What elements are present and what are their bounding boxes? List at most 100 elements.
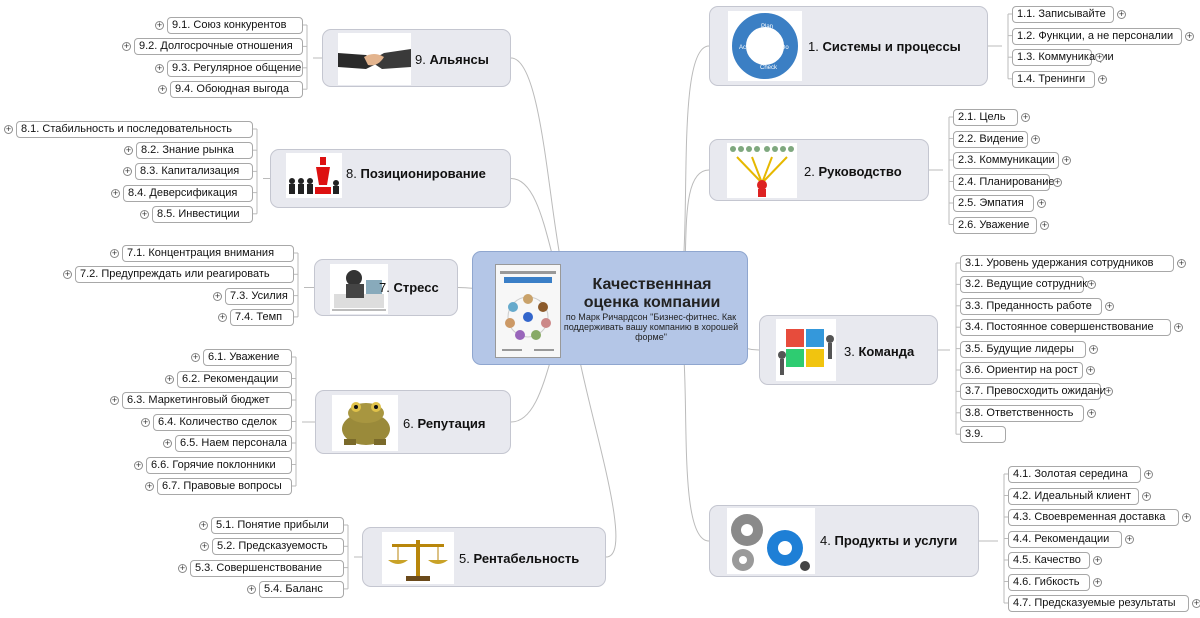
subtopic-b2-4[interactable]: 2.4. Планирование [953, 173, 1054, 191]
topic-b3[interactable]: 3. Команда [759, 315, 938, 385]
expand-plus-icon[interactable]: + [191, 352, 200, 362]
subtopic-b3-1[interactable]: 3.1. Уровень удержания сотрудников [960, 255, 1174, 272]
subtopic-b1-3[interactable]: 1.3. Коммуникации [1012, 49, 1114, 67]
expand-plus-icon[interactable]: + [155, 20, 164, 30]
subtopic-b9-2[interactable]: 9.2. Долгосрочные отношения [134, 38, 303, 56]
expand-plus-icon[interactable]: + [247, 583, 256, 594]
expand-plus-icon[interactable]: + [1021, 112, 1030, 122]
subtopic-b9-4[interactable]: 9.4. Обоюдная выгода [170, 81, 303, 99]
subtopic-b6-3[interactable]: 6.3. Маркетинговый бюджет [122, 392, 292, 409]
subtopic-b7-1[interactable]: 7.1. Концентрация внимания [122, 245, 294, 262]
subtopic-b5-2[interactable]: 5.2. Предсказуемость [212, 538, 344, 556]
subtopic-b4-3[interactable]: 4.3. Своевременная доставка [1008, 509, 1179, 526]
expand-plus-icon[interactable]: + [178, 562, 187, 573]
subtopic-b8-3[interactable]: 8.3. Капитализация [135, 163, 253, 181]
subtopic-b6-6[interactable]: 6.6. Горячие поклонники [146, 456, 292, 474]
expand-plus-icon[interactable]: + [1093, 576, 1102, 587]
subtopic-b3-5[interactable]: 3.5. Будущие лидеры [960, 340, 1086, 358]
expand-plus-icon[interactable]: + [110, 395, 119, 405]
subtopic-b4-6[interactable]: 4.6. Гибкость [1008, 573, 1090, 591]
subtopic-b5-4[interactable]: 5.4. Баланс [259, 580, 344, 598]
expand-plus-icon[interactable]: + [1087, 407, 1096, 418]
subtopic-b7-2[interactable]: 7.2. Предупреждать или реагировать [75, 266, 294, 284]
expand-plus-icon[interactable]: + [199, 520, 208, 530]
expand-plus-icon[interactable]: + [1125, 533, 1134, 544]
expand-plus-icon[interactable]: + [1093, 555, 1102, 565]
topic-b8[interactable]: 8. Позиционирование [270, 149, 511, 208]
expand-plus-icon[interactable]: + [63, 269, 72, 280]
expand-plus-icon[interactable]: + [141, 416, 150, 427]
expand-plus-icon[interactable]: + [163, 438, 172, 448]
expand-plus-icon[interactable]: + [1117, 9, 1126, 19]
subtopic-b3-8[interactable]: 3.8. Ответственность [960, 404, 1084, 422]
subtopic-b6-1[interactable]: 6.1. Уважение [203, 349, 292, 366]
central-topic[interactable]: Качественнная оценка компании по Марк Ри… [472, 251, 748, 365]
expand-plus-icon[interactable]: + [1089, 343, 1098, 354]
subtopic-b8-1[interactable]: 8.1. Стабильность и последовательность [16, 121, 253, 138]
subtopic-b7-4[interactable]: 7.4. Темп [230, 308, 294, 326]
subtopic-b6-5[interactable]: 6.5. Наем персонала [175, 435, 292, 452]
expand-plus-icon[interactable]: + [4, 124, 13, 134]
expand-plus-icon[interactable]: + [1104, 386, 1113, 397]
expand-plus-icon[interactable]: + [123, 166, 132, 177]
subtopic-b6-4[interactable]: 6.4. Количество сделок [153, 413, 292, 431]
expand-plus-icon[interactable]: + [1040, 219, 1049, 230]
expand-plus-icon[interactable]: + [1192, 598, 1200, 608]
expand-plus-icon[interactable]: + [140, 208, 149, 219]
subtopic-b8-5[interactable]: 8.5. Инвестиции [152, 205, 253, 223]
subtopic-b3-3[interactable]: 3.3. Преданность работе [960, 297, 1102, 315]
expand-plus-icon[interactable]: + [155, 62, 164, 73]
expand-plus-icon[interactable]: + [111, 187, 120, 198]
expand-plus-icon[interactable]: + [134, 459, 143, 470]
expand-plus-icon[interactable]: + [1062, 155, 1071, 165]
subtopic-b7-3[interactable]: 7.3. Усилия [225, 287, 294, 305]
subtopic-b1-4[interactable]: 1.4. Тренинги [1012, 70, 1095, 88]
subtopic-b2-6[interactable]: 2.6. Уважение [953, 216, 1037, 234]
expand-plus-icon[interactable]: + [213, 290, 222, 301]
topic-b4[interactable]: 4. Продукты и услуги [709, 505, 979, 577]
subtopic-b6-7[interactable]: 6.7. Правовые вопросы [157, 478, 292, 495]
expand-plus-icon[interactable]: + [218, 311, 227, 322]
expand-plus-icon[interactable]: + [1031, 133, 1040, 144]
expand-plus-icon[interactable]: + [200, 541, 209, 552]
expand-plus-icon[interactable]: + [1086, 365, 1095, 375]
subtopic-b5-3[interactable]: 5.3. Совершенствование [190, 559, 344, 577]
expand-plus-icon[interactable]: + [1087, 279, 1096, 290]
subtopic-b9-3[interactable]: 9.3. Регулярное общение [167, 59, 303, 77]
subtopic-b2-5[interactable]: 2.5. Эмпатия [953, 195, 1034, 212]
subtopic-b4-4[interactable]: 4.4. Рекомендации [1008, 530, 1122, 548]
expand-plus-icon[interactable]: + [110, 248, 119, 258]
topic-b6[interactable]: 6. Репутация [315, 390, 511, 454]
subtopic-b1-1[interactable]: 1.1. Записывайте [1012, 6, 1114, 23]
expand-plus-icon[interactable]: + [1098, 73, 1107, 84]
subtopic-b2-1[interactable]: 2.1. Цель [953, 109, 1018, 126]
topic-b5[interactable]: 5. Рентабельность [362, 527, 606, 587]
expand-plus-icon[interactable]: + [1174, 322, 1183, 333]
expand-plus-icon[interactable]: + [1095, 52, 1104, 63]
expand-plus-icon[interactable]: + [1177, 258, 1186, 268]
expand-plus-icon[interactable]: + [1105, 300, 1114, 311]
subtopic-b3-6[interactable]: 3.6. Ориентир на рост [960, 362, 1083, 379]
subtopic-b8-2[interactable]: 8.2. Знание рынка [136, 142, 253, 160]
topic-b7[interactable]: 7. Стресс [314, 259, 458, 316]
expand-plus-icon[interactable]: + [158, 84, 167, 95]
expand-plus-icon[interactable]: + [1144, 469, 1153, 479]
subtopic-b6-2[interactable]: 6.2. Рекомендации [177, 370, 292, 388]
topic-b9[interactable]: 9. Альянсы [322, 29, 511, 87]
subtopic-b4-7[interactable]: 4.7. Предсказуемые результаты [1008, 595, 1189, 612]
subtopic-b3-7[interactable]: 3.7. Превосходить ожидания [960, 383, 1112, 401]
subtopic-b2-3[interactable]: 2.3. Коммуникации [953, 152, 1059, 169]
topic-b2[interactable]: 2. Руководство [709, 139, 929, 201]
expand-plus-icon[interactable]: + [1053, 176, 1062, 187]
subtopic-b2-2[interactable]: 2.2. Видение [953, 130, 1028, 148]
expand-plus-icon[interactable]: + [145, 481, 154, 491]
expand-plus-icon[interactable]: + [165, 373, 174, 384]
subtopic-b3-2[interactable]: 3.2. Ведущие сотрудники [960, 276, 1093, 294]
subtopic-b1-2[interactable]: 1.2. Функции, а не персоналии [1012, 27, 1182, 45]
expand-plus-icon[interactable]: + [1142, 490, 1151, 501]
subtopic-b3-4[interactable]: 3.4. Постоянное совершенствование [960, 319, 1171, 337]
subtopic-b4-2[interactable]: 4.2. Идеальный клиент [1008, 487, 1139, 505]
subtopic-b3-9[interactable]: 3.9. [960, 426, 1006, 444]
subtopic-b4-1[interactable]: 4.1. Золотая середина [1008, 466, 1141, 483]
